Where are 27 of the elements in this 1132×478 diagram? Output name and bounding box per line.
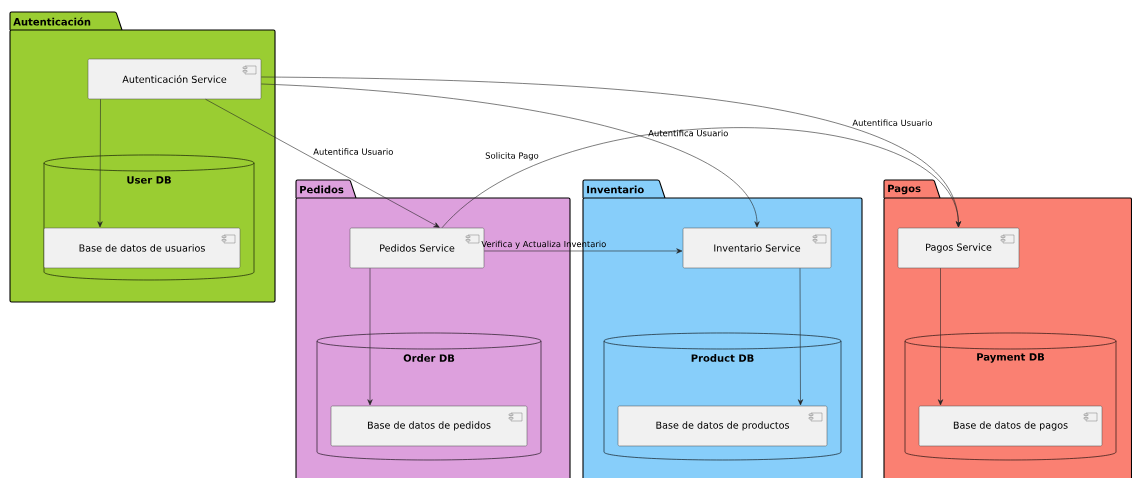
edge-label: Autentifica Usuario — [313, 148, 393, 155]
component-box: Base de datos de productos — [617, 405, 828, 447]
edge-label: Solicita Pago — [485, 152, 539, 161]
component-box: Base de datos de usuarios — [43, 227, 241, 269]
package-tab: Autenticación — [9, 11, 123, 31]
arrow — [260, 83, 760, 228]
arrow — [483, 248, 683, 254]
arrow — [367, 267, 373, 406]
arrow — [937, 267, 944, 406]
component-box: Base de datos de pagos — [918, 405, 1103, 447]
component-box: Pagos Service — [897, 227, 1020, 269]
edge-label: Autentifica Usuario — [648, 129, 728, 137]
arrow — [441, 127, 962, 229]
arrow — [797, 267, 804, 406]
package-tab: Pagos — [883, 179, 941, 199]
component-box: Inventario Service — [682, 227, 832, 269]
edge-label: Autentifica Usuario — [852, 119, 933, 126]
arrow — [97, 98, 103, 228]
node-label: User DB — [127, 176, 171, 184]
node-label: Order DB — [403, 354, 455, 362]
package-tab: Inventario — [582, 179, 666, 199]
package-tab: Pedidos — [295, 179, 357, 199]
node-label: Product DB — [691, 354, 754, 362]
component-box: Autenticación Service — [87, 58, 262, 100]
arrow — [205, 98, 440, 228]
component-box: Base de datos de pedidos — [330, 405, 528, 447]
node-label: Payment DB — [977, 353, 1045, 363]
